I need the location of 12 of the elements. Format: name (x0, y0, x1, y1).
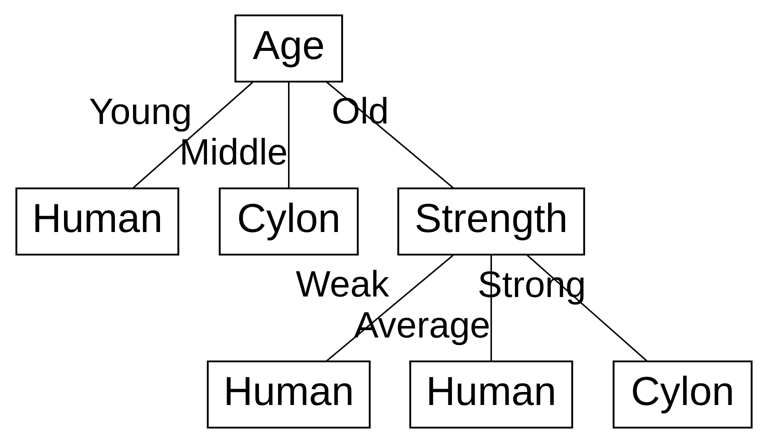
node-box: Human (14, 187, 179, 256)
connector (132, 82, 253, 188)
node-box: Strength (396, 187, 585, 256)
node-box: Human (206, 360, 370, 429)
node-box: Age (234, 14, 343, 83)
edge-label: Young (88, 91, 192, 132)
connector (288, 82, 289, 188)
edge-label: Middle (178, 132, 288, 173)
node-box: Human (408, 360, 573, 429)
node-box: Cylon (612, 360, 752, 429)
edge-label: Weak (295, 264, 389, 305)
node-box: Cylon (218, 187, 358, 256)
